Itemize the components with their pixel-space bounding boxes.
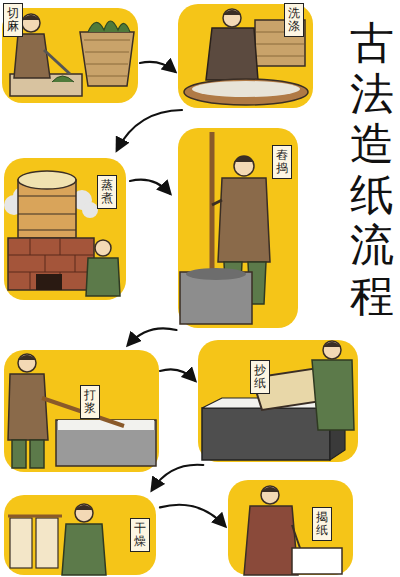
flow-arrow bbox=[140, 62, 175, 72]
flow-arrow bbox=[160, 369, 195, 380]
flow-arrow bbox=[130, 180, 170, 194]
pounding-scene bbox=[178, 128, 298, 328]
process-step: 干燥 bbox=[0, 490, 160, 577]
flow-arrow bbox=[117, 110, 182, 150]
process-step: 打浆 bbox=[0, 345, 160, 475]
flow-arrow bbox=[160, 505, 225, 526]
process-step: 舂捣 bbox=[170, 120, 300, 330]
sheet-forming-scene bbox=[198, 340, 358, 462]
step-label: 打浆 bbox=[80, 385, 100, 419]
diagram-title: 古法造纸流程 bbox=[350, 18, 394, 322]
process-step: 切麻 bbox=[0, 0, 140, 105]
steaming-scene bbox=[4, 158, 126, 300]
step-label: 切麻 bbox=[3, 3, 23, 37]
process-step: 蒸煮 bbox=[0, 150, 130, 305]
beating-scene bbox=[4, 350, 159, 472]
process-step: 抄纸 bbox=[195, 335, 360, 465]
process-step: 洗涤 bbox=[175, 0, 315, 110]
process-step: 揭纸 bbox=[225, 475, 355, 577]
flow-arrow bbox=[152, 465, 203, 490]
step-label: 蒸煮 bbox=[97, 175, 117, 209]
flow-arrow bbox=[128, 328, 177, 345]
step-label: 舂捣 bbox=[272, 145, 292, 179]
peeling-scene bbox=[228, 480, 353, 575]
washing-scene bbox=[178, 4, 313, 108]
step-label: 干燥 bbox=[130, 518, 150, 552]
step-label: 揭纸 bbox=[312, 507, 332, 541]
step-label: 抄纸 bbox=[250, 360, 270, 394]
step-label: 洗涤 bbox=[284, 3, 304, 37]
drying-scene bbox=[4, 495, 156, 575]
